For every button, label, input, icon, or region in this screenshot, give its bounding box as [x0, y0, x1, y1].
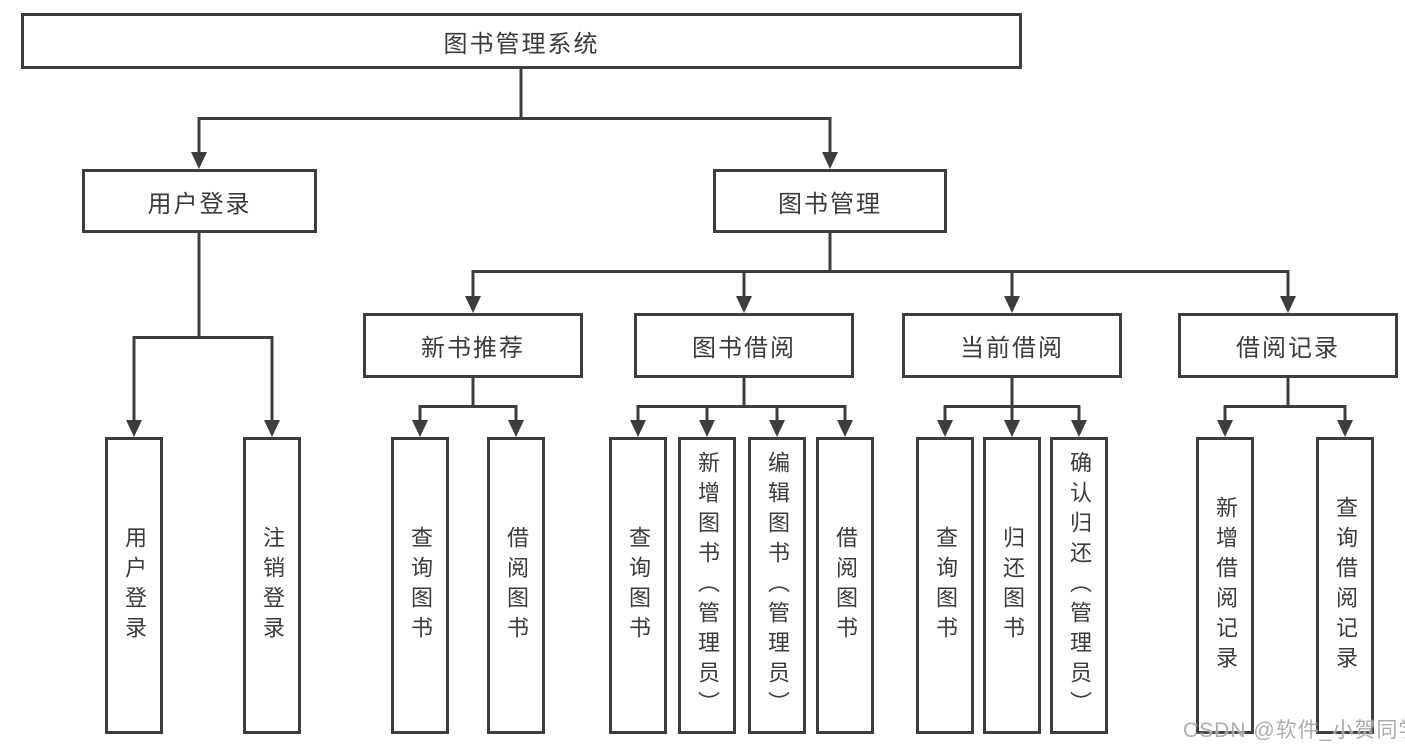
- node-new-book-recommend: 新书推荐: [363, 313, 583, 378]
- node-user-login-leaf: 用户登录: [105, 437, 163, 734]
- node-book-management: 图书管理: [713, 169, 947, 233]
- node-book-borrow: 图书借阅: [634, 313, 854, 378]
- node-confirm-return-admin: 确认归还（管理员）: [1050, 437, 1108, 734]
- node-return-books: 归还图书: [983, 437, 1041, 734]
- node-edit-books-admin: 编辑图书（管理员）: [748, 437, 806, 734]
- node-library-management-system: 图书管理系统: [21, 13, 1022, 69]
- node-query-books: 查询图书: [916, 437, 974, 734]
- node-logout: 注销登录: [243, 437, 301, 734]
- node-borrow-books: 借阅图书: [487, 437, 545, 734]
- node-current-borrow: 当前借阅: [902, 313, 1122, 378]
- node-query-books: 查询图书: [609, 437, 667, 734]
- node-query-borrow-record: 查询借阅记录: [1316, 437, 1374, 734]
- node-borrow-books: 借阅图书: [816, 437, 874, 734]
- node-add-books-admin: 新增图书（管理员）: [678, 437, 736, 734]
- node-user-login: 用户登录: [82, 169, 317, 233]
- node-borrow-records: 借阅记录: [1178, 313, 1398, 378]
- node-query-books: 查询图书: [391, 437, 449, 734]
- node-add-borrow-record: 新增借阅记录: [1196, 437, 1254, 734]
- watermark-text: CSDN @软件_小贺同学: [1183, 719, 1405, 742]
